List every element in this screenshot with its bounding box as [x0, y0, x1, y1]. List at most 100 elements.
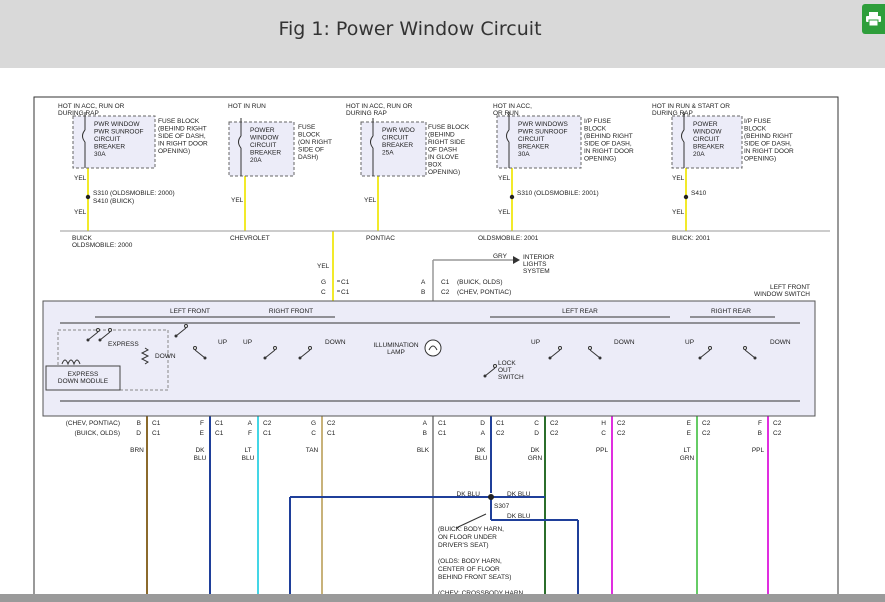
- fuse-location-label: SIDE OF DASH,: [744, 141, 792, 148]
- contact-dot: [273, 346, 277, 350]
- express-down-module: [45, 365, 121, 391]
- switch-contact: [589, 349, 601, 359]
- contact-dot: [96, 328, 100, 332]
- scrollbar-track[interactable]: [0, 594, 885, 602]
- breaker-label: 30A: [518, 151, 530, 158]
- pin-letter: B: [421, 289, 425, 296]
- pin-letter: D: [136, 430, 141, 437]
- down-label: DOWN: [770, 339, 791, 346]
- wire-color-label: BRN: [130, 447, 144, 454]
- contact-dot: [184, 324, 188, 328]
- splice-location-note: (CHEV: CROSSBODY HARN: [438, 590, 524, 597]
- circuit-breaker-box: [360, 121, 427, 177]
- vehicle-brand-label: OLDSMOBILE: 2000: [72, 242, 133, 249]
- splice-label: S410: [691, 190, 707, 197]
- fuse-location-label: SIDE OF DASH,: [158, 133, 206, 140]
- connector-label: C1: [215, 420, 224, 427]
- wire-color-label: YEL: [74, 209, 87, 216]
- fuse-location-label: OPENING): [744, 156, 776, 163]
- contact-dot: [588, 346, 592, 350]
- wire-color-label: DK: [476, 447, 486, 454]
- vehicle-brand-label: CHEVROLET: [230, 235, 270, 242]
- breaker-label: PWR WDO: [382, 127, 415, 134]
- circuit-breaker-box: [496, 115, 582, 169]
- express-module-label: EXPRESS: [68, 371, 99, 378]
- breaker-label: BREAKER: [693, 144, 724, 151]
- wire-color-label: YEL: [231, 197, 244, 204]
- connector-label: C1: [263, 430, 272, 437]
- vehicle-brand-label: PONTIAC: [366, 235, 395, 242]
- connector-label: C1: [341, 289, 350, 296]
- breaker-bimetal-symbol: [82, 129, 86, 143]
- breaker-label: CIRCUIT: [382, 135, 408, 142]
- connector-label: C1: [438, 430, 447, 437]
- fuse-location-label: SIDE OF: [298, 147, 324, 154]
- splice-location-note: ON FLOOR UNDER: [438, 534, 497, 541]
- fuse-location-label: (ON RIGHT: [298, 139, 332, 146]
- breaker-label: 20A: [693, 151, 705, 158]
- hot-condition-label: HOT IN RUN: [228, 103, 266, 110]
- wire-color-label: DK BLU: [507, 491, 531, 498]
- pin-letter: F: [758, 420, 762, 427]
- down-label: DOWN: [614, 339, 635, 346]
- connector-label: C2: [441, 289, 450, 296]
- contact-dot: [598, 356, 602, 360]
- down-label: DOWN: [155, 353, 176, 360]
- breaker-label: BREAKER: [250, 150, 281, 157]
- wire-color-label: BLK: [417, 447, 430, 454]
- splice-label: S310 (OLDSMOBILE: 2001): [517, 190, 599, 197]
- breaker-label: CIRCUIT: [250, 142, 276, 149]
- connector-label: C1: [327, 430, 336, 437]
- up-label: UP: [531, 339, 540, 346]
- print-button[interactable]: [862, 4, 885, 34]
- lamp-filament: [428, 345, 438, 351]
- pin-letter: A: [481, 430, 486, 437]
- wire-color-label: DK: [530, 447, 540, 454]
- switch-contact: [264, 349, 276, 359]
- switch-contact: [484, 367, 496, 377]
- switch-section-label: RIGHT REAR: [711, 308, 751, 315]
- hot-condition-label: HOT IN ACC, RUN OR: [346, 103, 413, 110]
- breaker-label: PWR SUNROOF: [518, 129, 568, 136]
- contact-dot: [483, 374, 487, 378]
- hot-condition-label: DURING RAP: [346, 110, 387, 117]
- wire-color-label: DK BLU: [507, 513, 531, 520]
- switch-contact: [744, 349, 756, 359]
- wire-layer: [87, 168, 769, 602]
- fuse-location-label: (BEHIND RIGHT: [584, 133, 633, 140]
- pin-letter: G: [311, 420, 316, 427]
- breaker-label: BREAKER: [382, 142, 413, 149]
- fuse-location-label: IN RIGHT DOOR: [584, 148, 634, 155]
- fuse-location-label: RIGHT SIDE: [428, 139, 466, 146]
- switch-contact: [87, 331, 99, 341]
- pin-letter: C: [321, 289, 326, 296]
- up-label: UP: [218, 339, 227, 346]
- connector-label: C1: [496, 420, 505, 427]
- illumination-lamp-symbol: [424, 339, 442, 357]
- wire-color-label: YEL: [498, 175, 511, 182]
- pin-letter: C: [601, 430, 606, 437]
- pin-letter: B: [758, 430, 762, 437]
- fuse-location-label: (BEHIND RIGHT: [744, 133, 793, 140]
- up-label: UP: [685, 339, 694, 346]
- breaker-label: BREAKER: [518, 144, 549, 151]
- contact-dot: [753, 356, 757, 360]
- connector-label: C2: [702, 430, 711, 437]
- splice-dot: [509, 194, 515, 200]
- fuse-location-label: OF DASH: [428, 147, 457, 154]
- wire-color-label: GRY: [493, 253, 508, 260]
- down-label: DOWN: [325, 339, 346, 346]
- contact-dot: [108, 328, 112, 332]
- wire-color-label: YEL: [74, 175, 87, 182]
- connector-label: C2: [550, 420, 559, 427]
- lockout-switch-label: LOCK: [498, 360, 516, 367]
- pin-letter: D: [480, 420, 485, 427]
- vehicle-brand-label: BUICK: 2001: [672, 235, 710, 242]
- wire-color-label: DK BLU: [457, 491, 481, 498]
- pin-letter: H: [601, 420, 606, 427]
- lockout-switch-label: SWITCH: [498, 374, 524, 381]
- contact-dot: [193, 346, 197, 350]
